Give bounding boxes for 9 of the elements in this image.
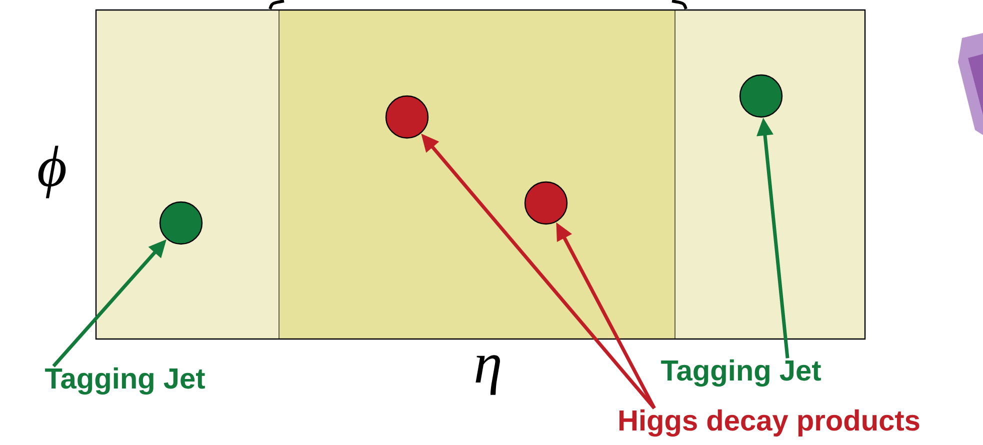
particle-dot (385, 95, 429, 139)
particle-dot (739, 74, 783, 118)
axis-label: ϕ (38, 146, 66, 198)
axis-label: η (476, 355, 500, 395)
particle-dot (159, 201, 203, 245)
particle-dot (524, 181, 568, 225)
label-text: Tagging Jet (45, 367, 205, 395)
label-text: Higgs decay products (619, 409, 920, 437)
label-text: Tagging Jet (661, 359, 821, 387)
